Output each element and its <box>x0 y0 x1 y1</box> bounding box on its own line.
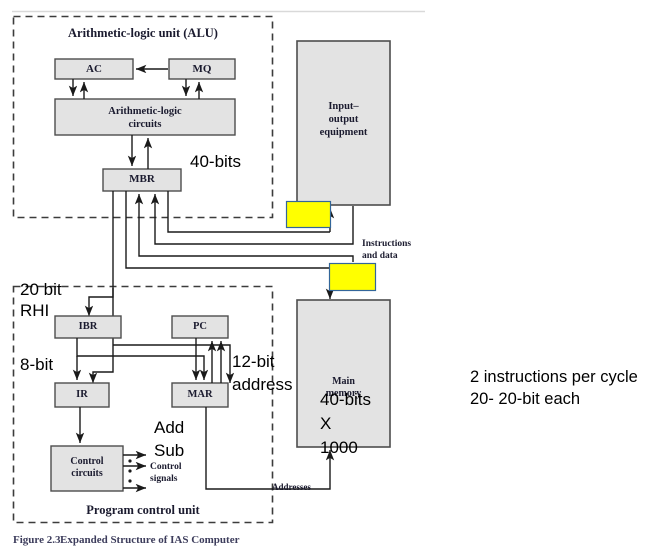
pc-box-shape <box>171 315 229 339</box>
ibr-box-label: IBR <box>78 321 98 332</box>
mar-box-label: MAR <box>187 389 213 400</box>
annotation-rhi: RHI <box>20 301 50 320</box>
ir-box-label: IR <box>76 389 88 400</box>
io-box-label-line3: equipment <box>319 127 368 138</box>
annotation-12-bit-line1: 12-bit <box>232 352 275 371</box>
mar-box-shape <box>171 382 229 408</box>
annotation-40-bits-alu: 40-bits <box>190 152 242 171</box>
io-box-label-line1: Input– <box>328 101 359 112</box>
pcu-group-title: Program control unit <box>86 503 200 517</box>
memory-box-shape <box>296 299 391 448</box>
highlight-lower-shape <box>328 262 377 292</box>
annotation-sub: Sub <box>154 441 185 460</box>
ac-box-shape <box>54 58 134 80</box>
pc-box-label: PC <box>193 321 207 332</box>
control-circuits-label-line2: circuits <box>71 468 103 479</box>
instructions-label-line1: Instructions <box>362 239 412 249</box>
ibr-box-shape <box>54 315 122 339</box>
annotation-memory-depth: 1000 <box>320 438 358 457</box>
alu-group-outline <box>12 15 274 219</box>
mq-box-label: MQ <box>192 63 212 75</box>
io-box-label-line2: output <box>328 114 359 125</box>
annotation-memory-times: X <box>320 414 332 433</box>
alu-circuits-label-line1: Arithmetic-logic <box>108 106 182 117</box>
instructions-label-line2: and data <box>362 251 398 261</box>
alu-circuits-label-line2: circuits <box>128 119 162 130</box>
annotation-note-line2: 20- 20-bit each <box>470 390 581 408</box>
alu-group-title: Arithmetic-logic unit (ALU) <box>68 26 218 40</box>
mbr-box-label: MBR <box>129 173 155 185</box>
memory-box-label-line2: memory <box>325 388 362 399</box>
control-circuits-box-shape <box>50 445 124 492</box>
control-signals-label-line2: signals <box>150 474 178 484</box>
ac-box-label: AC <box>86 63 102 75</box>
highlight-upper-shape <box>285 200 332 229</box>
figure-caption-number: Figure 2.3 <box>13 534 61 546</box>
figure-caption-title: Expanded Structure of IAS Computer <box>60 534 240 546</box>
annotation-memory-width: 40-bits <box>320 390 372 409</box>
mq-box-shape <box>168 58 236 80</box>
ir-box-shape <box>54 382 110 408</box>
control-circuits-label-line1: Control <box>70 456 104 467</box>
alu-circuits-box-shape <box>54 98 236 136</box>
annotation-8-bit: 8-bit <box>20 355 54 374</box>
mbr-box-shape <box>102 168 182 192</box>
control-signals-label-line1: Control <box>150 462 182 472</box>
annotation-20-bit: 20 bit <box>20 280 62 299</box>
annotation-add: Add <box>154 418 185 437</box>
addresses-label: Addresses <box>272 482 311 492</box>
annotation-12-bit-line2: address <box>232 375 293 394</box>
annotation-note-line1: 2 instructions per cycle <box>470 368 638 386</box>
pcu-group-outline <box>12 285 274 524</box>
io-box-shape <box>296 40 391 206</box>
memory-box-label-line1: Main <box>332 376 355 387</box>
